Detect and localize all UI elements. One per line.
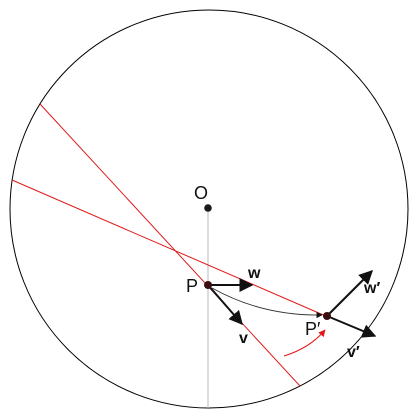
label-o: O — [194, 183, 208, 203]
point-o — [204, 204, 212, 212]
label-v-prime: v′ — [347, 344, 360, 361]
red-line-to-p-prime — [11, 179, 329, 318]
label-v: v — [239, 330, 248, 347]
vector-v-prime-arrow — [326, 315, 377, 338]
label-w: w — [247, 265, 261, 282]
transport-curve-arrow — [211, 287, 323, 319]
vector-w-prime-arrow — [326, 270, 373, 317]
boundary-circle — [9, 9, 409, 409]
point-p-prime — [323, 312, 331, 320]
label-p: P — [186, 276, 198, 296]
label-p-prime: P′ — [305, 319, 321, 339]
label-w-prime: w′ — [363, 280, 380, 297]
vector-v-arrow — [207, 284, 243, 326]
red-rotation-arrow — [283, 329, 326, 357]
red-geodesic-through-p — [39, 103, 301, 387]
point-p — [204, 281, 212, 289]
